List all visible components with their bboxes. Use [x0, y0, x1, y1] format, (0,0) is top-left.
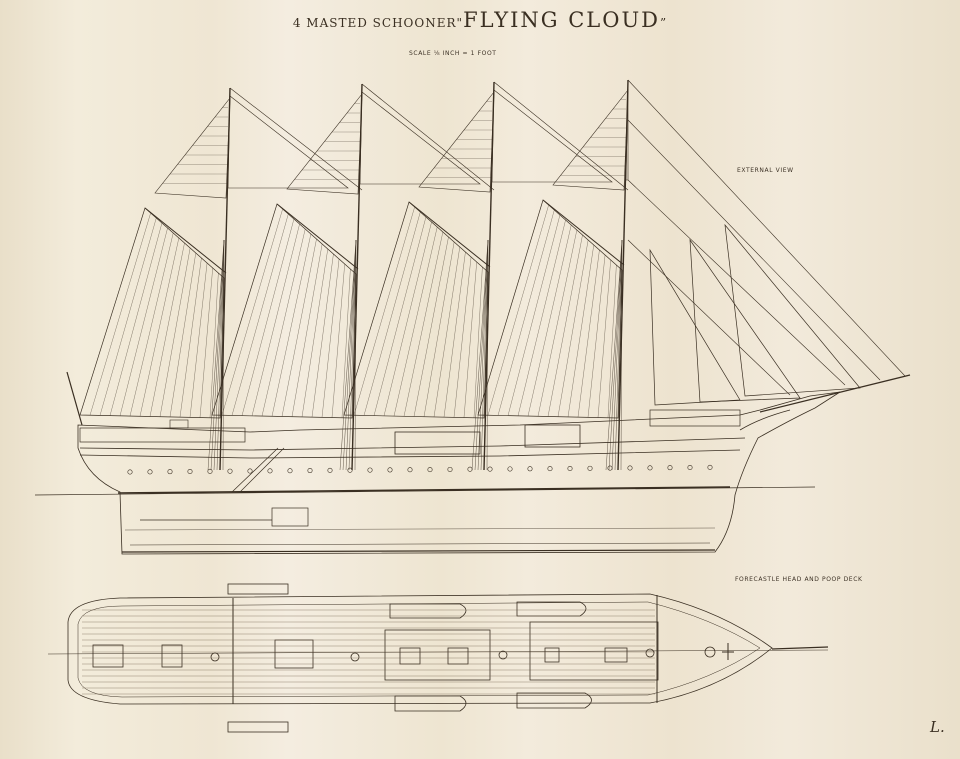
topsail-3	[491, 89, 613, 183]
gaff-sail-3	[343, 201, 489, 419]
bowsprit	[759, 374, 911, 413]
mast-4-plan	[645, 648, 655, 658]
gaff-3	[408, 201, 491, 268]
skylight-aft	[92, 644, 124, 668]
wheel-house	[169, 419, 189, 429]
scale-label: SCALE ⅛ INCH = 1 FOOT	[409, 50, 497, 57]
keel	[121, 549, 716, 553]
hatch-1	[399, 647, 421, 665]
stay-5	[493, 81, 629, 191]
gaff-topsail-1	[154, 97, 231, 199]
jib-2	[689, 238, 801, 403]
hatch-2	[447, 647, 469, 665]
lifeboat-1	[389, 603, 467, 619]
mast-3	[483, 81, 495, 471]
stern-boat-davit-2	[227, 721, 289, 733]
gangway	[231, 447, 285, 493]
drawing-title: 4 MASTED SCHOONER"FLYING CLOUD”	[0, 8, 960, 32]
stay-2	[627, 119, 881, 381]
stay-1	[627, 79, 906, 377]
stay-3	[627, 179, 846, 386]
skylight-2	[161, 644, 183, 668]
anchor-icon	[722, 643, 734, 660]
deck-plan	[47, 583, 829, 733]
mast-2	[351, 83, 363, 471]
title-prefix: 4 MASTED SCHOONER	[292, 16, 457, 30]
jib-3	[724, 223, 861, 397]
stay-6	[361, 83, 495, 191]
hull-outline	[77, 391, 841, 555]
gaff-1	[144, 207, 227, 274]
lifeboat-2	[516, 601, 587, 617]
deck-outline	[67, 593, 773, 705]
title-open-quote: "	[456, 16, 464, 30]
forecastle-rail	[649, 409, 741, 427]
load-waterline	[117, 486, 731, 494]
deck-planks	[82, 609, 655, 695]
engine	[271, 507, 309, 527]
topsail-2	[359, 91, 481, 185]
gaff-sail-1	[79, 207, 225, 419]
bow-trail	[739, 409, 791, 431]
deck-house-fore	[524, 424, 581, 448]
title-close-quote: ”	[659, 16, 668, 30]
stern-boat-davit	[227, 583, 289, 595]
mast-4	[617, 79, 629, 471]
mast-1	[219, 87, 231, 471]
capstan	[704, 646, 716, 658]
gaff-sail-4	[477, 199, 623, 419]
lifeboat-4	[516, 692, 592, 709]
signature: L.	[930, 718, 945, 736]
gaff-sail-2	[211, 203, 357, 419]
gaff-4	[542, 199, 625, 266]
rigging	[79, 79, 906, 471]
deck-house-main	[394, 431, 481, 455]
rail-line	[79, 437, 746, 451]
deck-plan-label: FORECASTLE HEAD AND POOP DECK	[735, 576, 863, 583]
external-view-label: EXTERNAL VIEW	[737, 167, 794, 174]
poop-rail	[79, 427, 246, 443]
gaff-2	[276, 203, 359, 270]
gaff-topsail-3	[418, 91, 495, 193]
topsail-1	[227, 95, 349, 189]
waterline	[34, 486, 816, 496]
topsail-4	[625, 87, 629, 181]
hatch-4	[604, 647, 628, 663]
mast-2-plan	[350, 652, 360, 662]
mast-1-plan	[210, 652, 220, 662]
plan-bowsprit	[771, 646, 829, 650]
side-elevation	[34, 371, 911, 555]
gaff-topsail-4	[552, 89, 629, 191]
portholes	[127, 464, 713, 475]
sheer-line	[79, 449, 741, 459]
deckhouse-plan	[384, 629, 491, 681]
gaff-topsail-2	[286, 93, 363, 195]
spanker-boom	[66, 371, 83, 426]
stay-4	[627, 239, 791, 396]
lifeboat-3	[394, 695, 467, 712]
mast-3-plan	[498, 650, 508, 660]
skylight-main	[274, 639, 314, 669]
hatch-3	[544, 647, 560, 663]
stay-7	[229, 87, 363, 191]
title-ship-name: FLYING CLOUD	[463, 8, 660, 32]
